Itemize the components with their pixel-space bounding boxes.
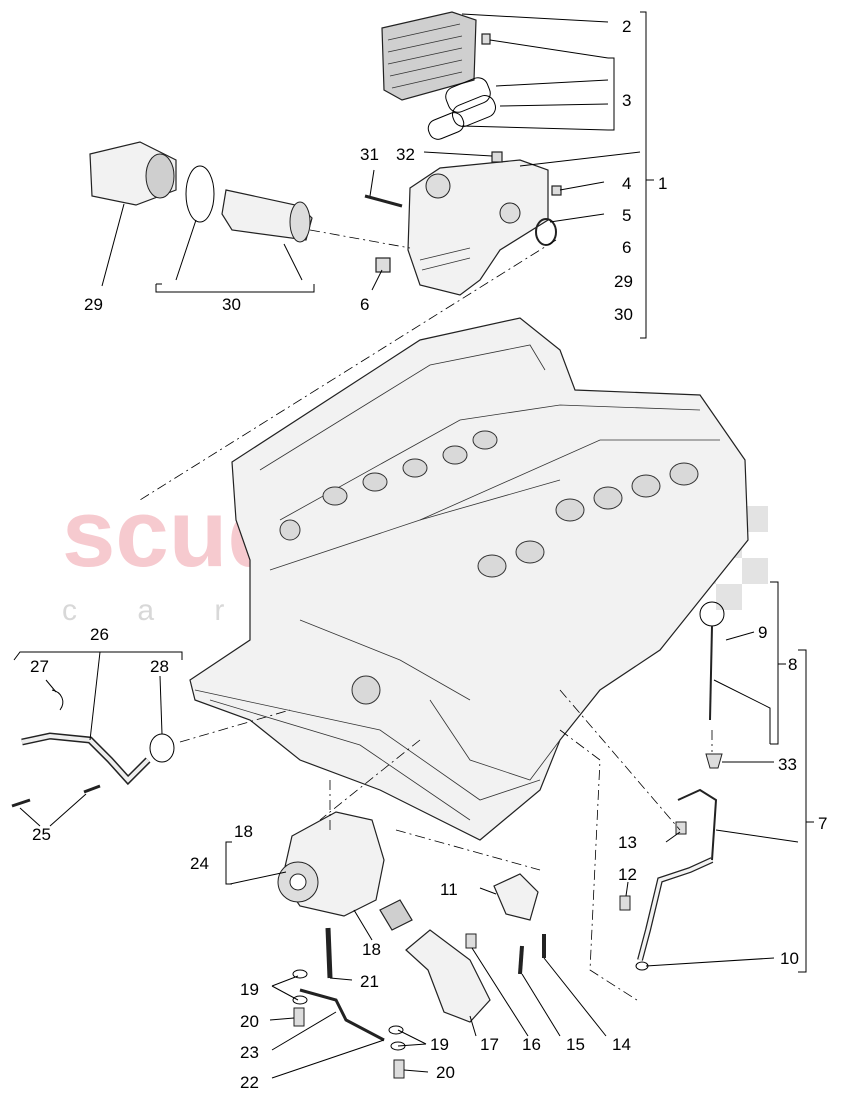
oil-filter-housing [407, 159, 549, 296]
callout-18: 18 [234, 822, 253, 841]
dipstick [699, 601, 725, 769]
callout-17: 17 [480, 1035, 499, 1054]
callout-30: 30 [222, 295, 241, 314]
callout-32: 32 [396, 145, 415, 164]
bolts [364, 33, 562, 273]
callout-5: 5 [622, 206, 631, 225]
callout-10: 10 [780, 949, 799, 968]
callout-24: 24 [190, 854, 209, 873]
callout-8: 8 [788, 655, 797, 674]
leader-lines [13, 11, 814, 1079]
callout-15: 15 [566, 1035, 585, 1054]
callout-22: 22 [240, 1073, 259, 1092]
assembly-lines [139, 229, 713, 1003]
callout-6-list: 6 [622, 238, 631, 257]
oil-pump [277, 811, 491, 1079]
callout-1: 1 [658, 174, 667, 193]
callout-19: 19 [240, 980, 259, 999]
callout-12: 12 [618, 865, 637, 884]
camshaft-ports [322, 430, 699, 578]
pulley [351, 675, 381, 705]
callout-9: 9 [758, 623, 767, 642]
callout-11: 11 [440, 880, 458, 899]
callout-33: 33 [778, 755, 797, 774]
callout-31: 31 [360, 145, 379, 164]
callout-labels: 2 3 4 1 5 6 29 30 32 31 6 29 30 26 27 28… [30, 17, 827, 1092]
oil-filter-cartridge [89, 141, 313, 243]
callout-23: 23 [240, 1043, 259, 1062]
gasket-rings [427, 77, 497, 140]
callout-29-list: 29 [614, 272, 633, 291]
callout-18-lower: 18 [362, 940, 381, 959]
callout-27: 27 [30, 657, 49, 676]
callout-7: 7 [818, 814, 827, 833]
bracket [493, 873, 546, 975]
callout-13: 13 [618, 833, 637, 852]
callout-28: 28 [150, 657, 169, 676]
callout-26: 26 [90, 625, 109, 644]
callout-25: 25 [32, 825, 51, 844]
callout-20-right: 20 [436, 1063, 455, 1082]
callout-2: 2 [622, 17, 631, 36]
callout-29: 29 [84, 295, 103, 314]
callout-4: 4 [622, 174, 631, 193]
callout-16: 16 [522, 1035, 541, 1054]
callout-14: 14 [612, 1035, 631, 1054]
oil-pipe [11, 689, 175, 808]
callout-30-list: 30 [614, 305, 633, 324]
callout-6: 6 [360, 295, 369, 314]
callout-3: 3 [622, 91, 631, 110]
oil-cooler [381, 11, 477, 101]
callout-21: 21 [360, 972, 379, 991]
callout-20: 20 [240, 1012, 259, 1031]
callout-19-right: 19 [430, 1035, 449, 1054]
engine-block [189, 317, 749, 841]
